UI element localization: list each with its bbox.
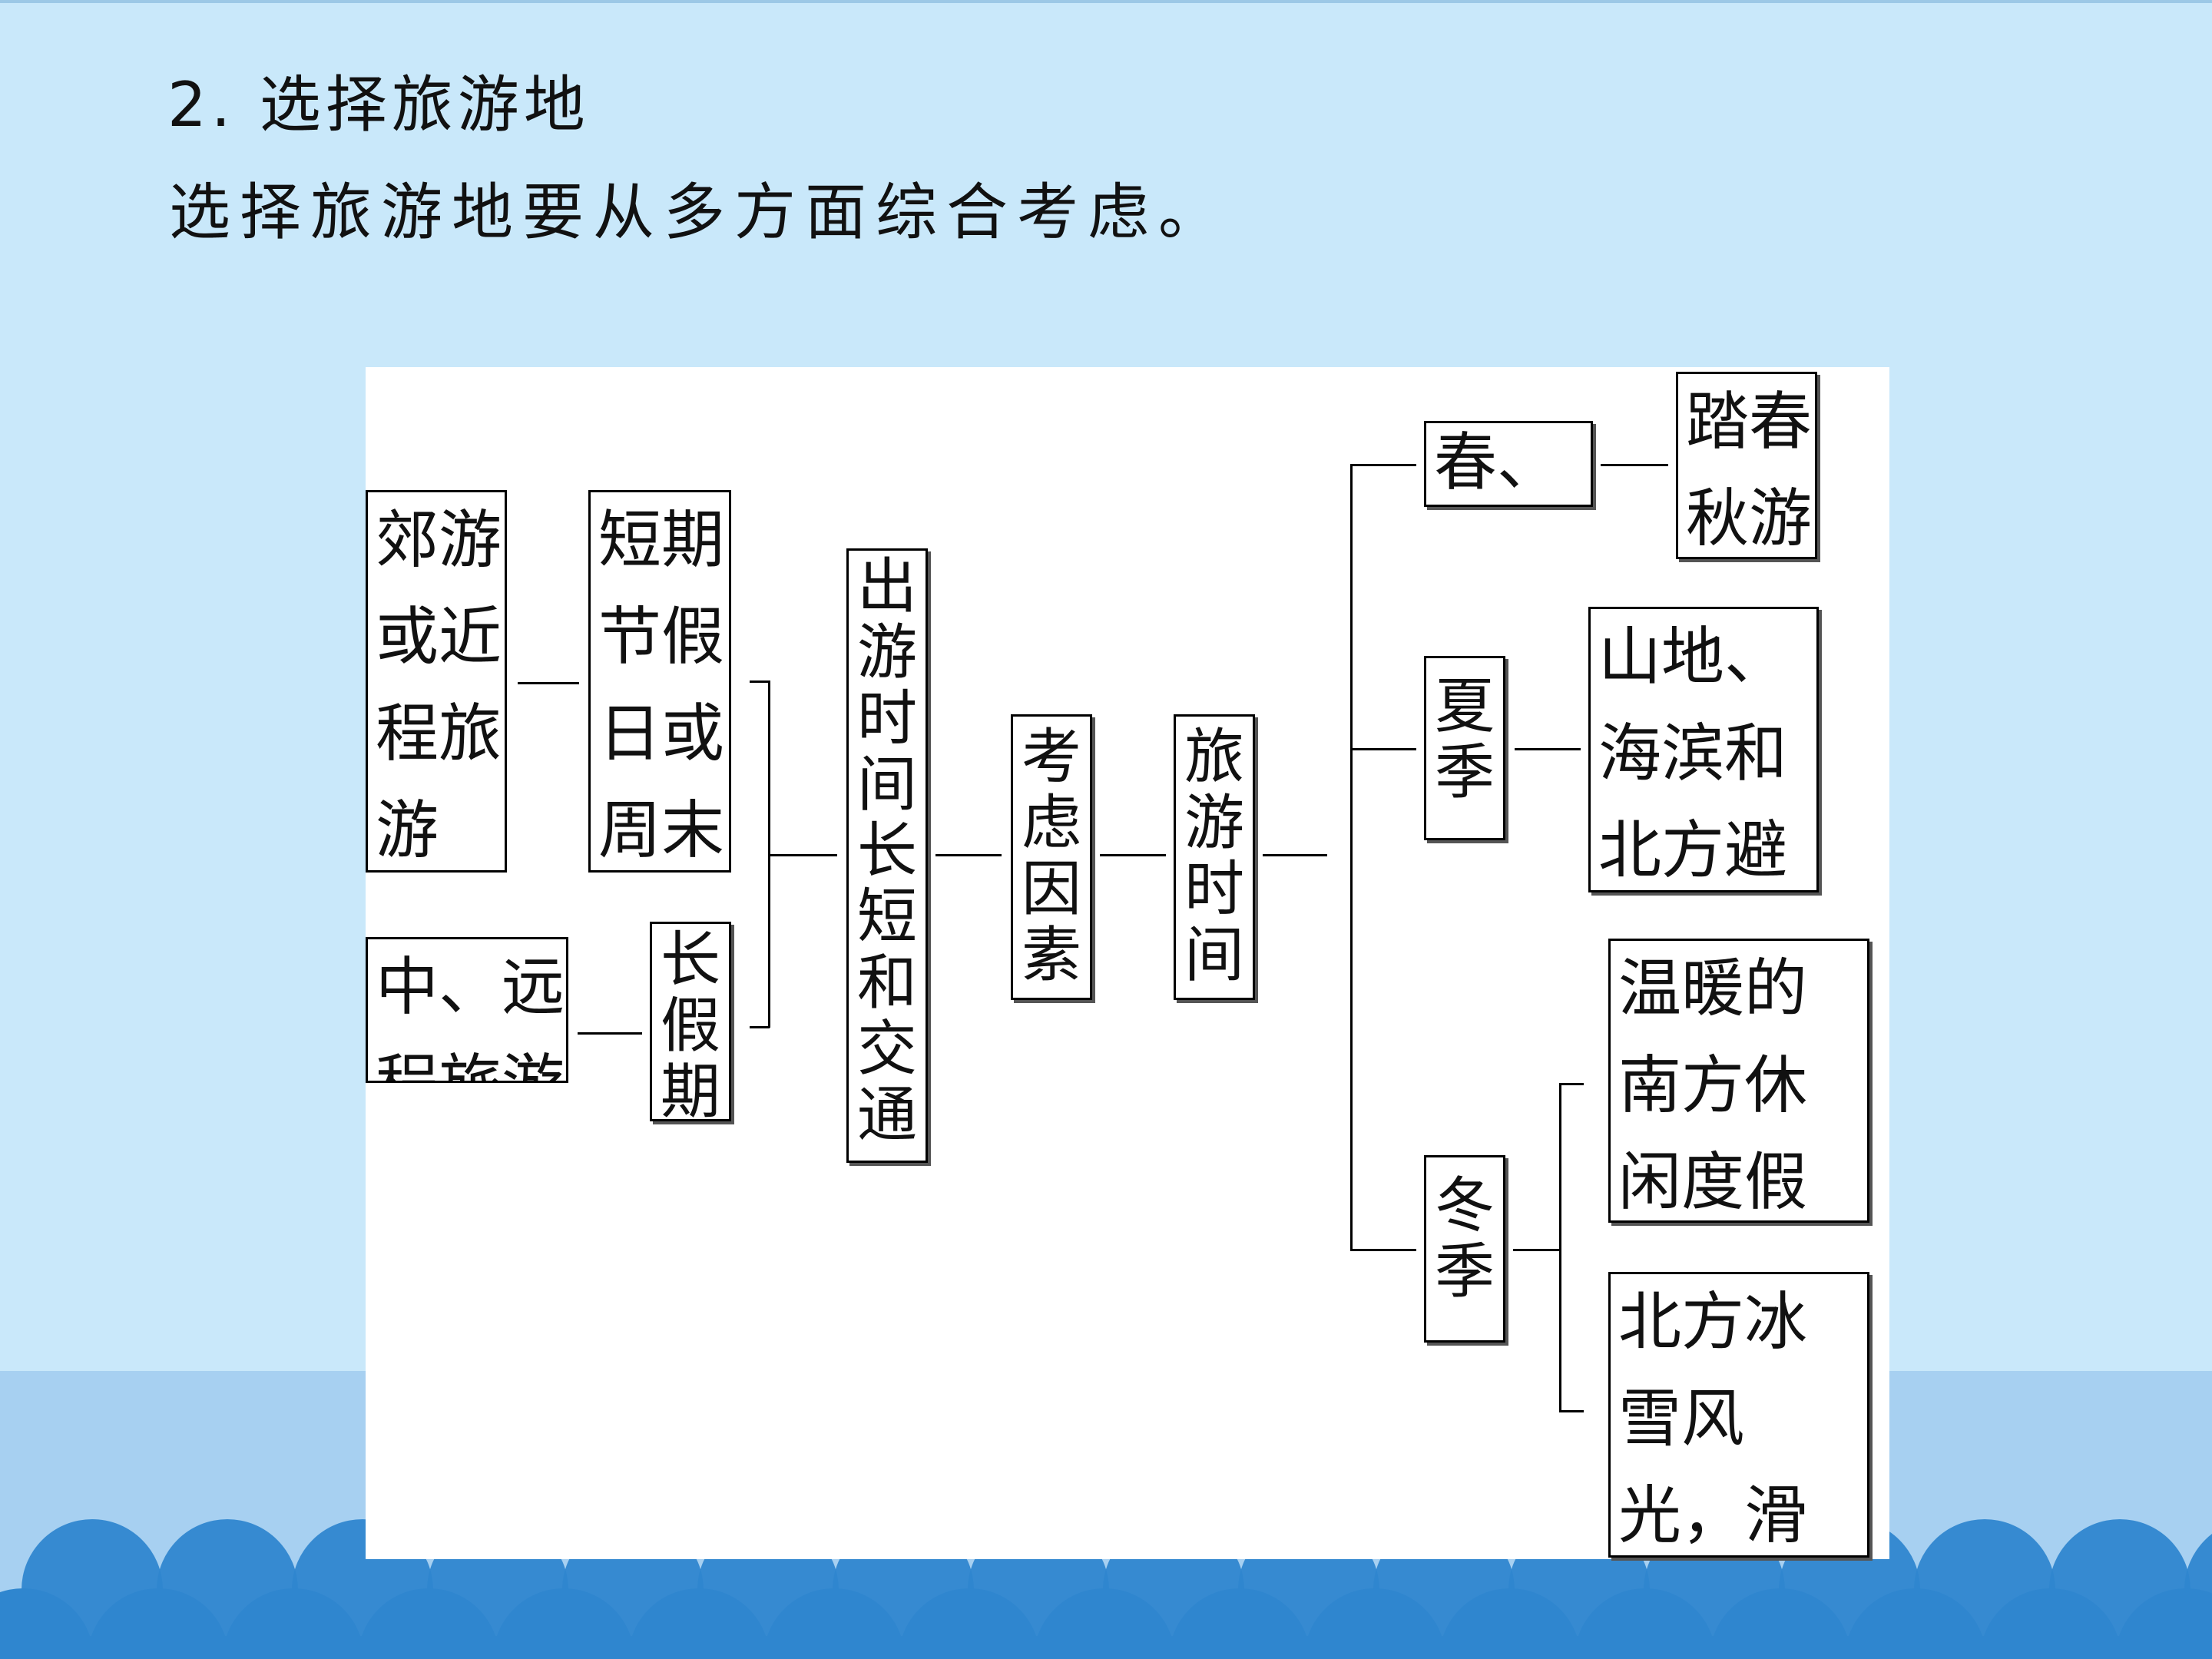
vertical-char: 长 — [856, 816, 917, 886]
travel-time-box: 旅游时间 — [1174, 714, 1255, 1000]
vertical-char: 考 — [1021, 723, 1081, 792]
connector-line — [1601, 464, 1668, 466]
vertical-char: 间 — [1184, 921, 1244, 990]
vertical-char: 旅 — [1184, 723, 1244, 792]
vertical-char: 虑 — [1021, 789, 1081, 858]
branch-line — [1350, 464, 1416, 466]
spring-autumn-box: 春、秋 — [1424, 421, 1593, 507]
vertical-char: 季 — [1434, 738, 1495, 807]
vertical-char: 通 — [856, 1081, 917, 1150]
connector-line — [935, 854, 1002, 856]
vertical-char: 交 — [856, 1015, 917, 1084]
winter-north-box: 北方冰雪风光，滑雪、滑冰 — [1608, 1272, 1869, 1558]
vertical-char: 时 — [856, 684, 917, 753]
connector-line — [518, 682, 579, 684]
winter-south-box: 温暖的南方休闲度假 — [1608, 939, 1869, 1223]
slide-subtitle: 选择旅游地要从多方面综合考虑。 — [169, 177, 1229, 248]
bracket-line — [750, 680, 770, 683]
vertical-char: 素 — [1021, 921, 1081, 990]
summer-trip-box: 山地、海滨和北方避暑 — [1588, 607, 1819, 892]
branch-line — [1350, 1249, 1416, 1251]
bracket-line — [750, 1026, 770, 1028]
vertical-char: 期 — [660, 1058, 720, 1121]
long-holiday-box: 长假期 — [650, 922, 731, 1121]
vertical-char: 短 — [856, 882, 917, 952]
connector-line — [578, 1032, 642, 1035]
vertical-char: 时 — [1184, 855, 1244, 924]
factors-box: 考虑因素 — [1011, 714, 1092, 1000]
vertical-char: 游 — [1184, 789, 1244, 858]
spring-autumn-trip-box: 踏春秋游 — [1676, 372, 1817, 559]
vertical-char: 因 — [1021, 855, 1081, 924]
bracket-line — [1559, 1083, 1584, 1085]
vertical-char: 游 — [856, 618, 917, 687]
duration-traffic-box: 出游时间长短和交通 — [846, 548, 928, 1163]
vertical-char: 和 — [856, 949, 917, 1018]
summer-box: 夏季 — [1424, 656, 1505, 840]
vertical-char: 冬 — [1434, 1171, 1495, 1240]
connector-line — [1513, 1249, 1559, 1251]
slide-heading: 2. 选择旅游地 — [167, 69, 590, 141]
connector-line — [1515, 748, 1581, 750]
bracket-line — [768, 680, 770, 1028]
connector-line — [1100, 854, 1166, 856]
winter-box: 冬季 — [1424, 1155, 1505, 1343]
vertical-char: 季 — [1434, 1237, 1495, 1306]
bracket-line — [1559, 1410, 1584, 1412]
vertical-char: 夏 — [1434, 672, 1495, 741]
short-trip-box: 郊游或近程旅游 — [366, 490, 507, 873]
connector-line — [770, 854, 837, 856]
vertical-char: 间 — [856, 750, 917, 820]
top-band — [0, 0, 2212, 3]
bracket-line — [1559, 1083, 1561, 1412]
connector-line — [1263, 854, 1327, 856]
branch-line — [1350, 464, 1353, 1250]
vertical-char: 长 — [660, 926, 720, 995]
vertical-char: 假 — [660, 992, 720, 1061]
branch-line — [1350, 748, 1416, 750]
mid-trip-box: 中、远程旅游 — [366, 937, 568, 1083]
vertical-char: 出 — [856, 552, 917, 621]
short-holiday-box: 短期节假日或周末 — [588, 490, 731, 873]
